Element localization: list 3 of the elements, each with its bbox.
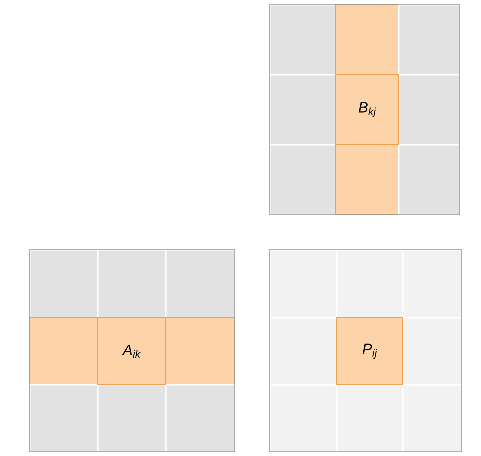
matrix-cell: A$_{ik}$ — [98, 318, 166, 386]
matrix-cell: B$_{kj}$ — [336, 74, 400, 146]
matrix-cell: P$_{ij}$ — [336, 318, 404, 386]
